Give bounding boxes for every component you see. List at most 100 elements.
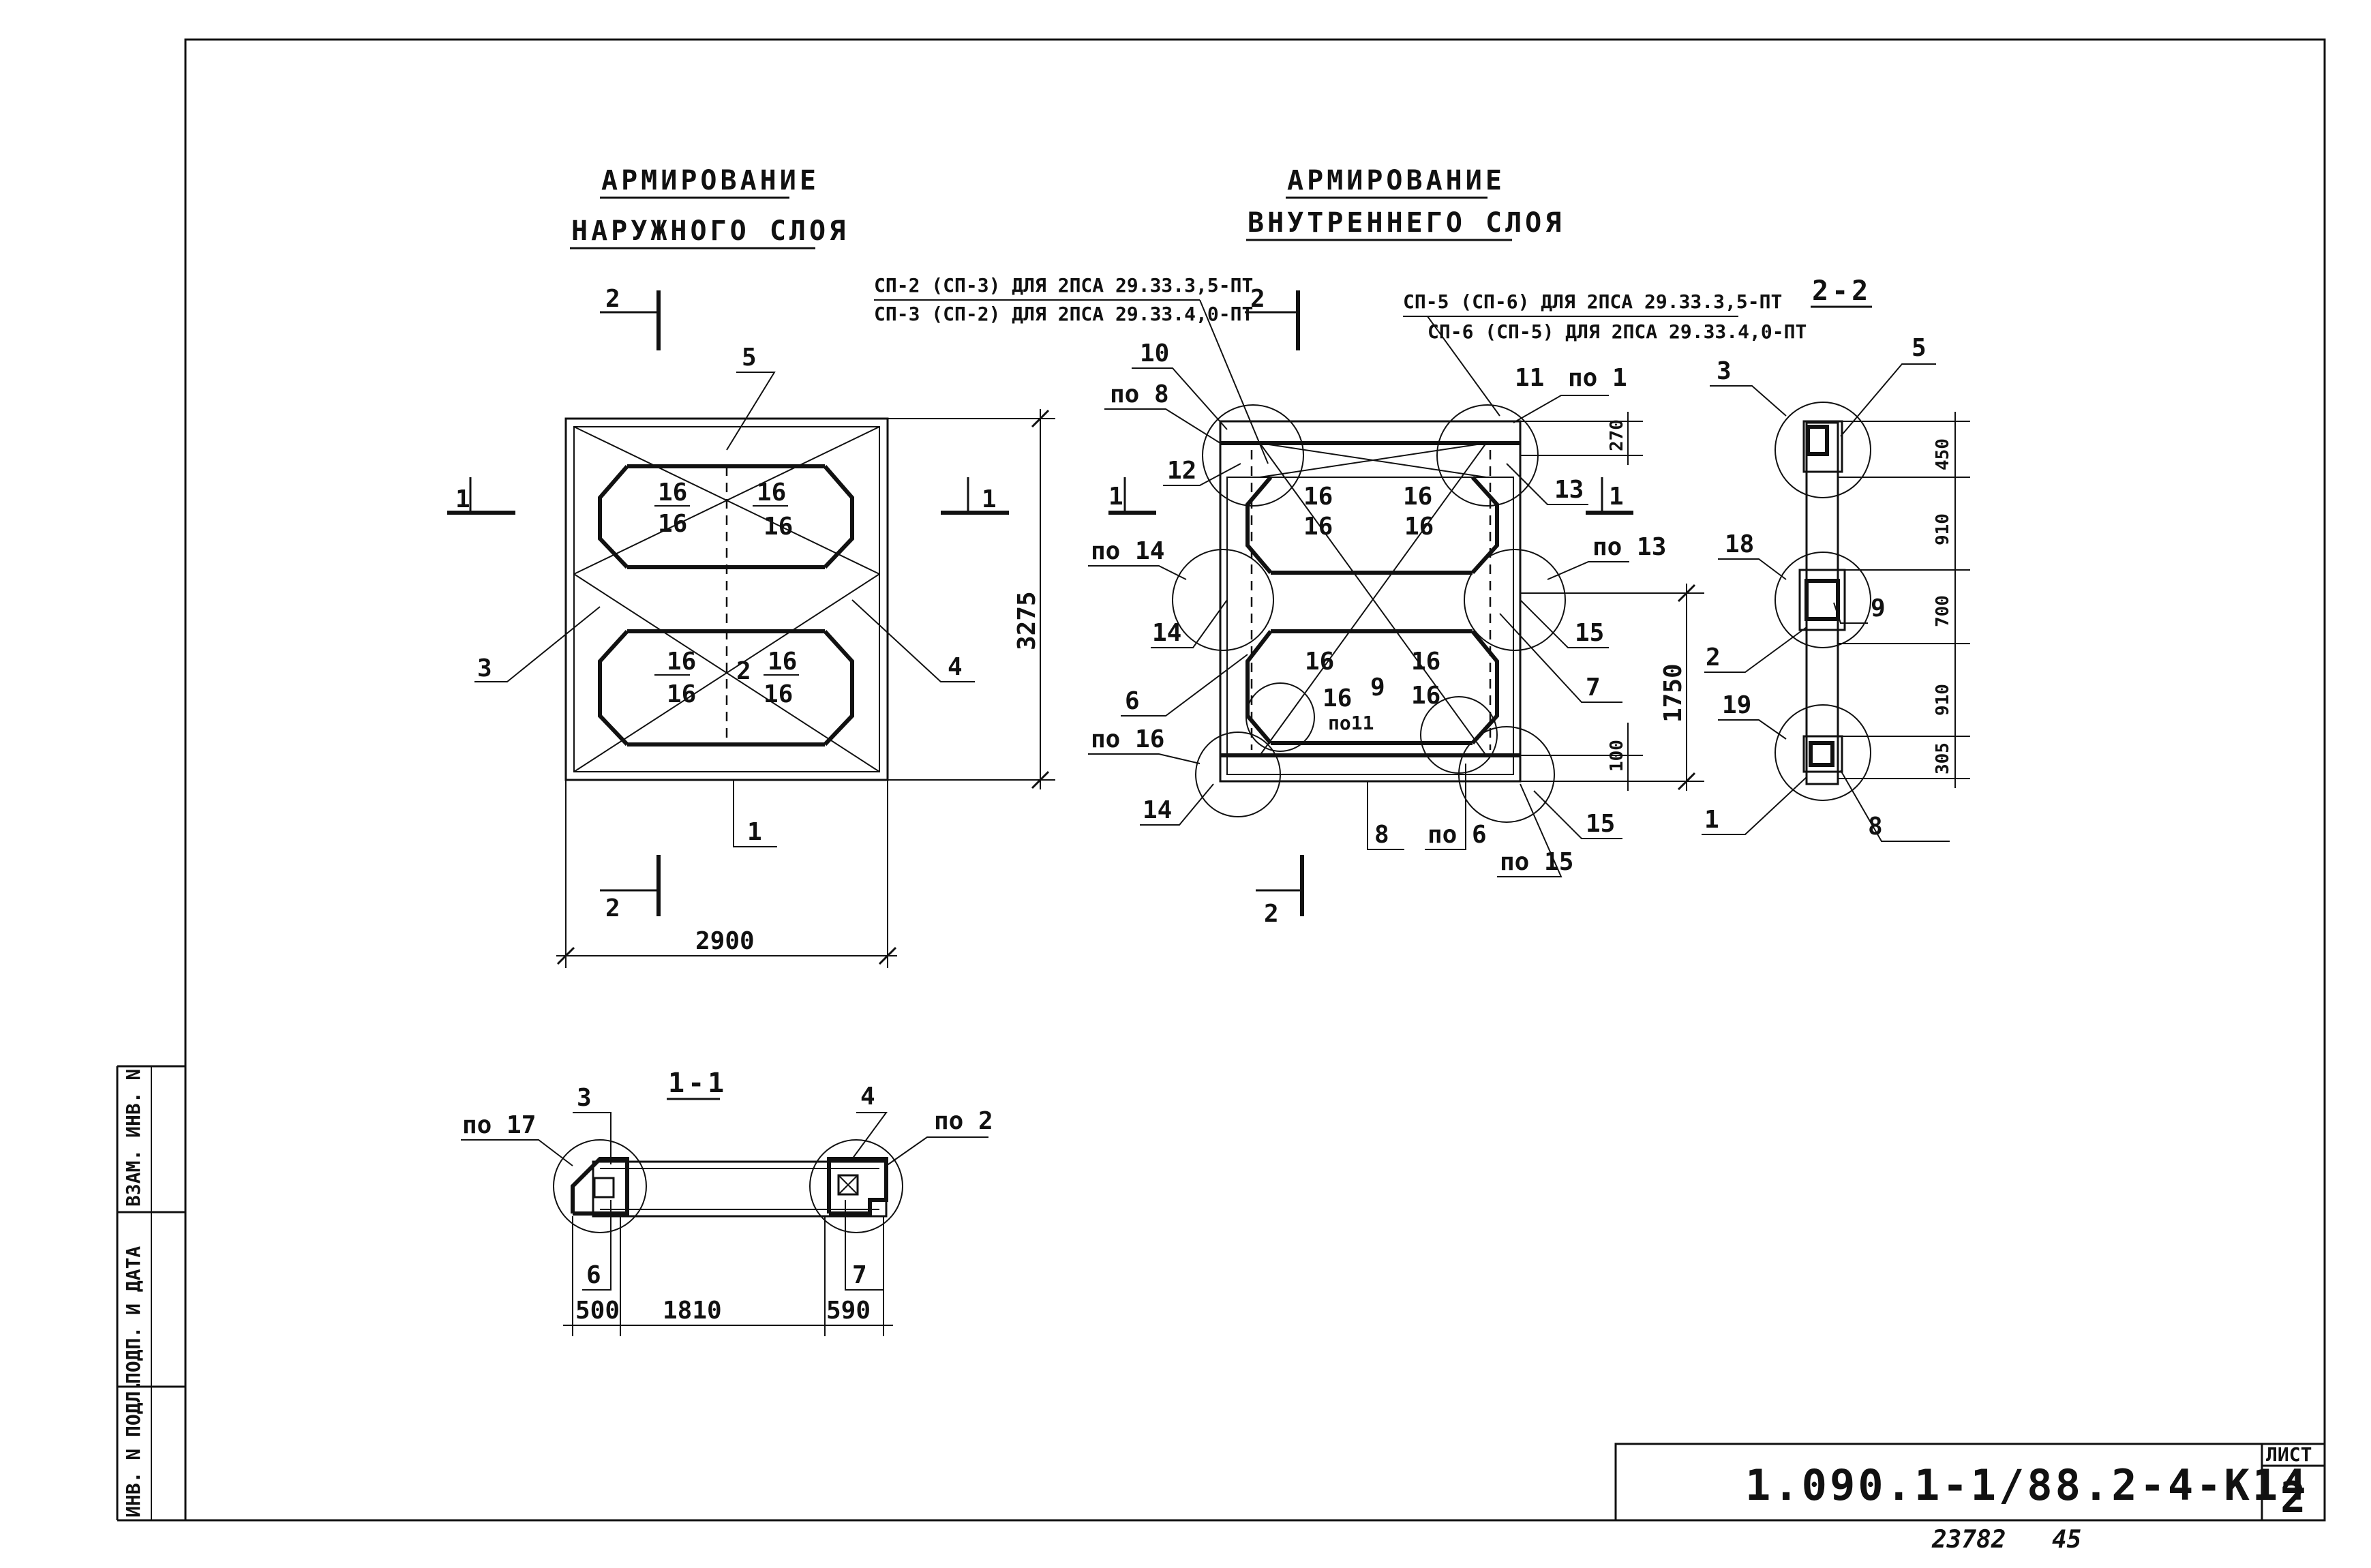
outer-layer-view: 16 16 16 16 16 16 16 16 2 5 3 4 1 3275 2… [447,285,1055,968]
heading-outer-2: НАРУЖНОГО СЛОЯ [571,215,849,247]
label-po15: по 15 [1500,848,1573,876]
dim-270: 270 [1607,419,1627,451]
dim-outer-width: 2900 [695,927,755,955]
label-16: 16 [764,680,793,708]
label-10: 10 [1140,340,1169,367]
dim-590: 590 [826,1297,871,1325]
dim-outer-height: 3275 [1013,591,1041,650]
label-6: 6 [1125,687,1140,715]
dim-100: 100 [1607,740,1627,772]
sp-note-right-2: СП-6 (СП-5) ДЛЯ 2ПСА 29.33.4,0-ПТ [1428,320,1807,343]
label-16: 16 [768,648,797,676]
label-5: 5 [1912,334,1927,362]
heading-section-2-2: 2-2 [1812,275,1871,307]
dim-910: 910 [1933,513,1953,545]
label-po14: по 14 [1091,537,1164,565]
label-19: 19 [1722,691,1751,719]
section-1-1-view: по 17 3 6 4 по 2 7 500 1810 590 [461,1083,993,1336]
label-16: 16 [1411,682,1440,710]
label-po2: по 2 [934,1107,993,1135]
dim-1810: 1810 [663,1297,722,1325]
label-3: 3 [1717,357,1732,385]
heading-inner-1: АРМИРОВАНИЕ [1287,165,1505,196]
label-16: 16 [1305,648,1334,676]
label-1: 1 [1704,806,1719,834]
label-po8: по 8 [1110,380,1169,408]
dim-500: 500 [575,1297,620,1325]
label-3: 3 [577,1084,592,1112]
section-mark-1: 1 [1108,483,1123,511]
label-po17: по 17 [462,1111,536,1139]
label-16: 16 [1303,483,1333,511]
heading-section-1-1: 1-1 [668,1068,727,1099]
label-16: 16 [1303,513,1333,541]
sheet-frame [116,38,2326,1522]
label-po11: по11 [1328,712,1374,734]
label-po13: по 13 [1592,533,1666,561]
label-11: 11 [1515,364,1544,392]
label-1: 1 [747,818,762,846]
label-16: 16 [764,513,793,541]
label-2: 2 [736,657,751,685]
label-4: 4 [948,653,963,681]
sp-note-right-1: СП-5 (СП-6) ДЛЯ 2ПСА 29.33.3,5-ПТ [1403,290,1782,313]
label-9: 9 [1370,674,1385,702]
section-mark-2: 2 [1250,285,1265,313]
label-6: 6 [586,1261,601,1289]
inner-layer-view: 16 16 16 16 16 16 16 16 9 по11 10 по 8 1… [1088,285,1704,928]
label-5: 5 [742,344,757,372]
section-mark-1: 1 [1609,483,1624,511]
sheet-label: ЛИСТ [2266,1443,2312,1466]
label-14: 14 [1152,619,1181,647]
footer-suffix: 45 [2052,1526,2081,1554]
stamp-sign-date: ПОДП. И ДАТА [122,1246,145,1384]
section-mark-2: 2 [1264,900,1279,928]
dim-305: 305 [1933,742,1953,774]
dim-700: 700 [1933,595,1953,627]
label-16: 16 [1404,513,1434,541]
stamp-replace-inv: ВЗАМ. ИНВ. N [122,1069,145,1207]
section-mark-2: 2 [605,285,620,313]
footer-number: 23782 [1931,1526,2006,1554]
drawing-code: 1.090.1-1/88.2-4-К14 [1745,1460,2309,1510]
title-block: 1.090.1-1/88.2-4-К14 ЛИСТ 2 23782 45 [1614,1443,2326,1554]
label-16: 16 [658,510,687,538]
label-16: 16 [1403,483,1432,511]
section-mark-2: 2 [605,894,620,922]
section-mark-1: 1 [982,485,997,513]
label-16: 16 [757,479,786,507]
dim-910: 910 [1933,684,1953,716]
sp-note-left-2: СП-3 (СП-2) ДЛЯ 2ПСА 29.33.4,0-ПТ [874,303,1253,325]
label-16: 16 [667,648,696,676]
section-mark-1: 1 [455,485,470,513]
label-13: 13 [1554,476,1584,504]
label-3: 3 [477,654,492,682]
label-14: 14 [1143,796,1172,824]
stamp-inv-original: ИНВ. N ПОДЛ. [122,1380,145,1518]
label-po6: по 6 [1428,821,1487,849]
heading-inner-2: ВНУТРЕННЕГО СЛОЯ [1248,207,1565,239]
headings: АРМИРОВАНИЕ НАРУЖНОГО СЛОЯ АРМИРОВАНИЕ В… [570,165,1872,1100]
label-7: 7 [852,1261,867,1289]
sp-note-left-1: СП-2 (СП-3) ДЛЯ 2ПСА 29.33.3,5-ПТ [874,274,1253,297]
label-12: 12 [1167,457,1196,485]
label-8: 8 [1374,821,1389,849]
label-16: 16 [667,680,696,708]
label-15: 15 [1586,810,1615,838]
label-7: 7 [1586,674,1601,702]
heading-outer-1: АРМИРОВАНИЕ [601,165,819,196]
label-po16: по 16 [1091,725,1164,753]
label-16: 16 [1323,684,1352,712]
label-16: 16 [658,479,687,507]
label-4: 4 [860,1083,875,1111]
label-18: 18 [1725,530,1754,558]
label-po1: по 1 [1568,364,1627,392]
label-16: 16 [1411,648,1440,676]
label-15: 15 [1575,619,1604,647]
label-2: 2 [1706,644,1721,672]
dim-1750: 1750 [1659,663,1687,723]
dim-450: 450 [1933,438,1953,470]
sheet-number: 2 [2280,1473,2308,1522]
section-2-2-view: 3 5 18 2 9 19 1 8 450 910 700 910 305 [1702,334,1970,842]
